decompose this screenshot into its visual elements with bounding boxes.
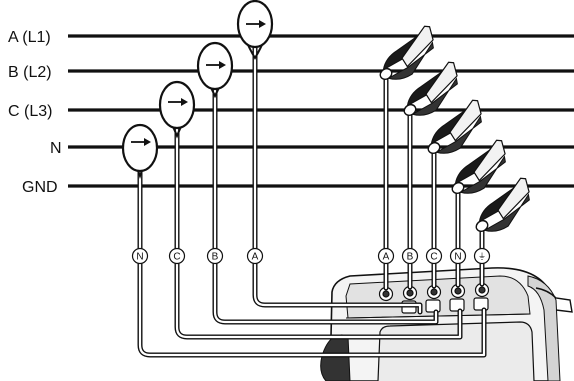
cable-tag-lead-a: A xyxy=(377,247,395,265)
probe-cables xyxy=(137,45,487,358)
cable-tag-probe-b: B xyxy=(206,247,224,265)
probe-c-loop xyxy=(158,80,196,130)
cable-tag-probe-a: A xyxy=(246,247,264,265)
jack-a-inner xyxy=(382,290,390,298)
meter-strap xyxy=(320,334,351,381)
alligator-clip-n xyxy=(451,139,506,194)
cable-tag-lead-b: B xyxy=(401,247,419,265)
cable-tag-lead-n-label: N xyxy=(454,252,461,263)
arrow-right-icon xyxy=(206,61,226,69)
bus-label-c: C (L3) xyxy=(8,103,52,120)
bus-label-gnd: GND xyxy=(22,179,58,196)
cable-tag-lead-c: C xyxy=(425,247,443,265)
current-probe-b xyxy=(196,41,234,99)
current-probe-n xyxy=(121,123,159,179)
jack-n-inner xyxy=(454,287,462,295)
cable-tag-probe-n: N xyxy=(131,247,149,265)
bus-label-b: B (L2) xyxy=(8,64,52,81)
ground-icon: ⏚ xyxy=(478,252,486,261)
probe-b-loop xyxy=(196,41,234,91)
jack-b-inner xyxy=(406,289,414,297)
cable-tag-probe-c: C xyxy=(168,247,186,265)
voltage-jacks xyxy=(378,282,490,302)
probe-cable-a xyxy=(252,45,423,315)
cable-tag-lead-a-label: A xyxy=(383,252,390,263)
current-probes xyxy=(121,0,274,179)
alligator-clip-a xyxy=(379,25,434,80)
voltage-lead-tags: A B C N ⏚ xyxy=(377,247,491,265)
alligator-clip-gnd xyxy=(475,177,530,232)
alligator-clip-b xyxy=(403,61,458,116)
jack-c-inner xyxy=(430,288,438,296)
current-probe-a xyxy=(236,0,274,60)
alligator-clip-c xyxy=(427,99,482,154)
probe-cable-tags: N C B A xyxy=(131,247,264,265)
bus-label-a: A (L1) xyxy=(8,29,51,46)
cable-tag-probe-n-label: N xyxy=(136,252,143,263)
cable-tag-lead-n: N xyxy=(449,247,467,265)
meter-handle xyxy=(535,287,573,313)
jack-gnd-inner xyxy=(478,286,486,294)
arrow-right-icon xyxy=(168,98,188,106)
probe-n-loop xyxy=(121,123,159,173)
current-port-3 xyxy=(449,298,465,312)
current-probe-c xyxy=(158,80,196,139)
meter-screen-bezel xyxy=(377,321,535,381)
current-port-2 xyxy=(425,299,441,313)
cable-tag-probe-c-label: C xyxy=(173,252,180,263)
current-port-4 xyxy=(473,297,489,311)
cable-tag-probe-b-label: B xyxy=(212,252,219,263)
cable-tag-lead-b-label: B xyxy=(407,252,414,263)
cable-tag-lead-gnd: ⏚ xyxy=(473,247,491,265)
cable-tag-probe-a-label: A xyxy=(252,252,259,263)
arrow-right-icon xyxy=(131,138,151,146)
arrow-right-icon xyxy=(246,20,266,28)
meter-side-grip xyxy=(527,275,561,381)
bus-labels: A (L1) B (L2) C (L3) N GND xyxy=(8,29,62,196)
cable-tag-lead-c-label: C xyxy=(430,252,437,263)
voltage-clips xyxy=(379,25,530,232)
bus-label-n: N xyxy=(50,140,62,157)
